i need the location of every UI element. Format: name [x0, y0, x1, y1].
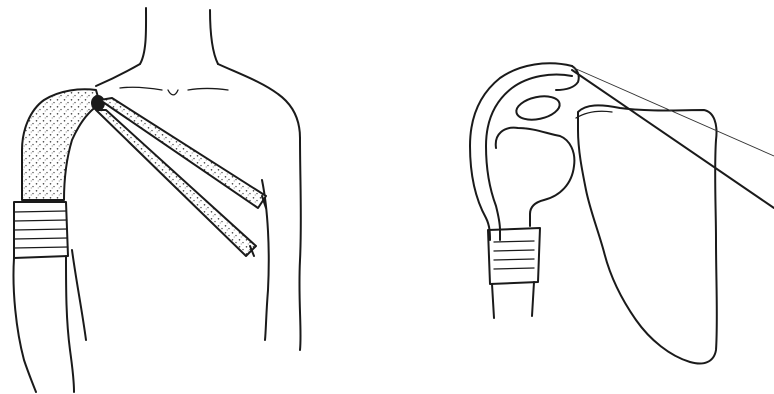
humerus-lower-right	[532, 282, 534, 316]
clavicle-right-line	[188, 89, 228, 91]
shoulder-tape-wrap	[22, 89, 100, 200]
shoulder-left-outline	[96, 64, 140, 86]
humeral-head	[496, 128, 575, 226]
humerus-lower-left	[492, 284, 494, 318]
clavicle-left-line	[120, 87, 162, 90]
torso-left-inner-line	[72, 250, 86, 340]
left-arm-inner-line	[66, 256, 74, 392]
deltoid-inner-outline	[486, 75, 572, 231]
shoulder-right-outline	[218, 64, 300, 138]
right-panel-shoulder-bones	[470, 63, 774, 363]
acromion-outline	[556, 66, 579, 90]
scapula-outline	[578, 105, 717, 363]
left-arm-outer-line	[13, 258, 36, 392]
tape-line-upper	[574, 68, 774, 156]
neck-right-outline	[210, 10, 218, 64]
tape-line-lower	[572, 70, 774, 208]
scapula-inner-line	[576, 111, 612, 118]
torso-right-outline	[299, 138, 300, 350]
sternal-notch	[168, 90, 178, 95]
arm-cuff-bandage	[14, 202, 68, 258]
neck-left-outline	[140, 8, 146, 64]
left-panel-torso	[13, 8, 300, 392]
humerus-cuff-bandage	[488, 228, 540, 284]
coracoid-process	[514, 93, 562, 124]
